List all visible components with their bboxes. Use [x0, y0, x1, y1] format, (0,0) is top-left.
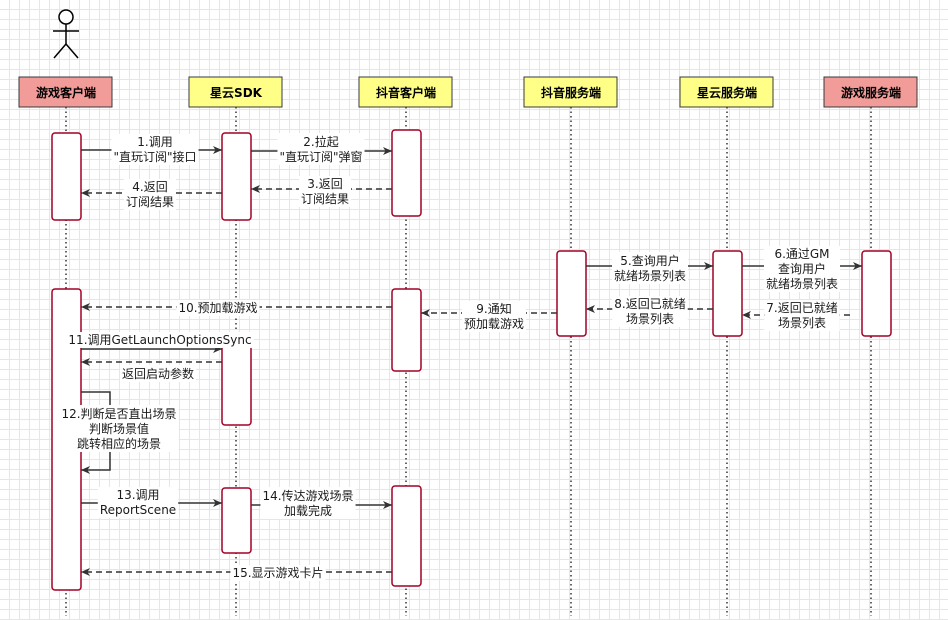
- message-label-line: 场景列表: [626, 312, 674, 326]
- message-label-line: 12.判断是否直出场景: [61, 406, 176, 421]
- message-label-background: [277, 133, 365, 165]
- message-label-background: [176, 300, 260, 316]
- message-label-line: "直玩订阅"接口: [113, 149, 196, 164]
- participant-game-server[interactable]: 游戏服务端: [823, 76, 918, 108]
- message-label-background: [612, 296, 688, 327]
- message-label-line: 10.预加载游戏: [178, 301, 257, 315]
- message-label-line: 判断场景值: [89, 421, 149, 436]
- message-label-background: [298, 176, 352, 207]
- activation-game-client-1: [51, 132, 82, 221]
- activation-xingyun-sdk-1: [221, 132, 252, 221]
- message-label-line: 2.拉起: [303, 134, 338, 149]
- participant-xingyun-server[interactable]: 星云服务端: [679, 76, 774, 108]
- message-label-line: 5.查询用户: [620, 253, 679, 268]
- participant-game-client-label: 游戏客户端: [36, 85, 96, 100]
- message-label-background: [97, 487, 179, 518]
- message-label-line: ReportScene: [100, 503, 176, 517]
- participants: 游戏客户端 星云SDK 抖音客户端 抖音服务端 星云服务端 游戏服务端: [18, 76, 918, 108]
- participant-xingyun-sdk-label: 星云SDK: [210, 86, 263, 100]
- message-label-background: [111, 134, 199, 165]
- message-label-line: 订阅结果: [126, 195, 174, 209]
- message-label-background: [611, 252, 689, 284]
- message-label-background: [66, 332, 254, 348]
- message-lines: [81, 146, 862, 576]
- activation-xingyun-sdk-3: [221, 487, 252, 554]
- message-label-line: 4.返回: [132, 180, 167, 194]
- message-label-background: [119, 365, 197, 382]
- message-label-line: 预加载游戏: [464, 317, 524, 331]
- message-label-line: 13.调用: [116, 488, 159, 502]
- message-label-line: 1.调用: [137, 135, 172, 149]
- participant-douyin-client-label: 抖音客户端: [376, 85, 436, 100]
- message-label-line: 查询用户: [778, 261, 826, 276]
- participant-xingyun-server-label: 星云服务端: [697, 85, 757, 100]
- message-label-background: [764, 300, 840, 331]
- participant-game-server-label: 游戏服务端: [841, 85, 901, 100]
- message-label-line: 就绪场景列表: [766, 277, 838, 291]
- participant-douyin-server[interactable]: 抖音服务端: [523, 76, 618, 108]
- message-label-m11: 11.调用GetLaunchOptionsSync: [66, 332, 254, 348]
- message-label-line: 14.传达游戏场景: [262, 488, 353, 503]
- activation-game-server-1: [861, 250, 892, 337]
- message-label-line: 3.返回: [307, 177, 342, 191]
- message-label-line: 15.显示游戏卡片: [232, 566, 323, 580]
- message-label-m10: 10.预加载游戏: [176, 300, 260, 316]
- activation-xingyun-server-1: [712, 250, 743, 337]
- participant-douyin-client[interactable]: 抖音客户端: [358, 76, 453, 108]
- message-label-line: 9.通知: [476, 302, 511, 316]
- message-label-line: 返回启动参数: [122, 366, 194, 381]
- message-labels: 1.调用"直玩订阅"接口2.拉起"直玩订阅"弹窗3.返回订阅结果4.返回订阅结果…: [59, 133, 841, 581]
- activation-xingyun-sdk-2: [221, 338, 252, 426]
- message-label-line: 11.调用GetLaunchOptionsSync: [68, 333, 251, 347]
- message-label-m11r: 返回启动参数: [119, 365, 197, 382]
- message-label-m15: 15.显示游戏卡片: [230, 565, 326, 581]
- message-label-line: "直玩订阅"弹窗: [279, 150, 362, 164]
- message-label-line: 7.返回已就绪: [766, 301, 837, 315]
- message-label-background: [59, 405, 179, 452]
- message-label-background: [763, 246, 841, 292]
- message-label-background: [461, 301, 527, 332]
- message-label-line: 场景列表: [778, 316, 826, 330]
- activation-douyin-client-1: [391, 129, 422, 217]
- message-label-background: [123, 179, 177, 210]
- stick-figure-icon: [53, 9, 79, 59]
- activation-douyin-server-1: [556, 250, 587, 337]
- message-label-background: [230, 565, 326, 581]
- message-label-line: 8.返回已就绪: [614, 297, 685, 311]
- message-label-line: 加载完成: [284, 503, 332, 518]
- activation-douyin-client-3: [391, 485, 422, 587]
- message-label-line: 6.通过GM: [774, 247, 829, 261]
- message-label-m1: 1.调用"直玩订阅"接口: [111, 134, 199, 165]
- participant-game-client[interactable]: 游戏客户端: [18, 76, 113, 108]
- activations: [51, 129, 892, 591]
- participant-xingyun-sdk[interactable]: 星云SDK: [188, 76, 283, 108]
- message-label-line: 跳转相应的场景: [77, 436, 161, 451]
- participant-douyin-server-label: 抖音服务端: [541, 85, 601, 100]
- message-label-line: 订阅结果: [301, 192, 349, 206]
- message-label-m2: 2.拉起"直玩订阅"弹窗: [277, 133, 365, 165]
- message-label-background: [260, 487, 356, 519]
- message-label-line: 就绪场景列表: [614, 269, 686, 283]
- activation-douyin-client-2: [391, 288, 422, 372]
